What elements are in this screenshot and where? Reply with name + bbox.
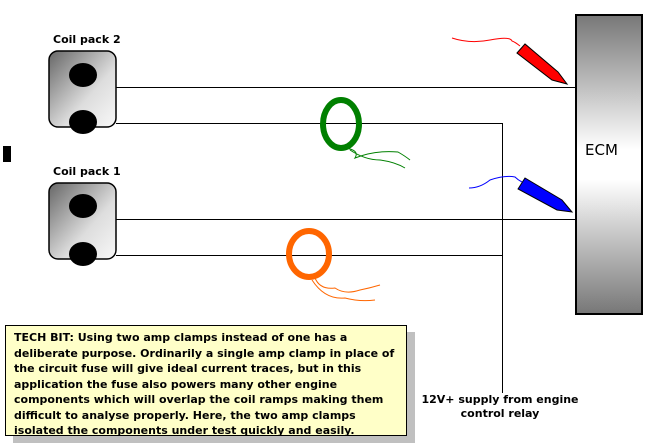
- tech-bit-note: TECH BIT: Using two amp clamps instead o…: [5, 325, 407, 437]
- coil-pack-2-label: Coil pack 2: [53, 33, 121, 46]
- supply-label: 12V+ supply from engine control relay: [421, 393, 579, 420]
- red-probe: [451, 37, 569, 85]
- coil-pack-2: [48, 50, 117, 134]
- coil-pack-1: [48, 182, 117, 266]
- ecm-unit: [575, 14, 643, 315]
- wires: [116, 87, 576, 393]
- amp-clamp-2: [320, 97, 411, 169]
- coil-pack-1-label: Coil pack 1: [53, 165, 121, 178]
- amp-clamp-1: [286, 228, 381, 302]
- ecm-label: ECM: [585, 141, 618, 159]
- marker-block: [3, 146, 11, 162]
- blue-probe: [468, 175, 574, 213]
